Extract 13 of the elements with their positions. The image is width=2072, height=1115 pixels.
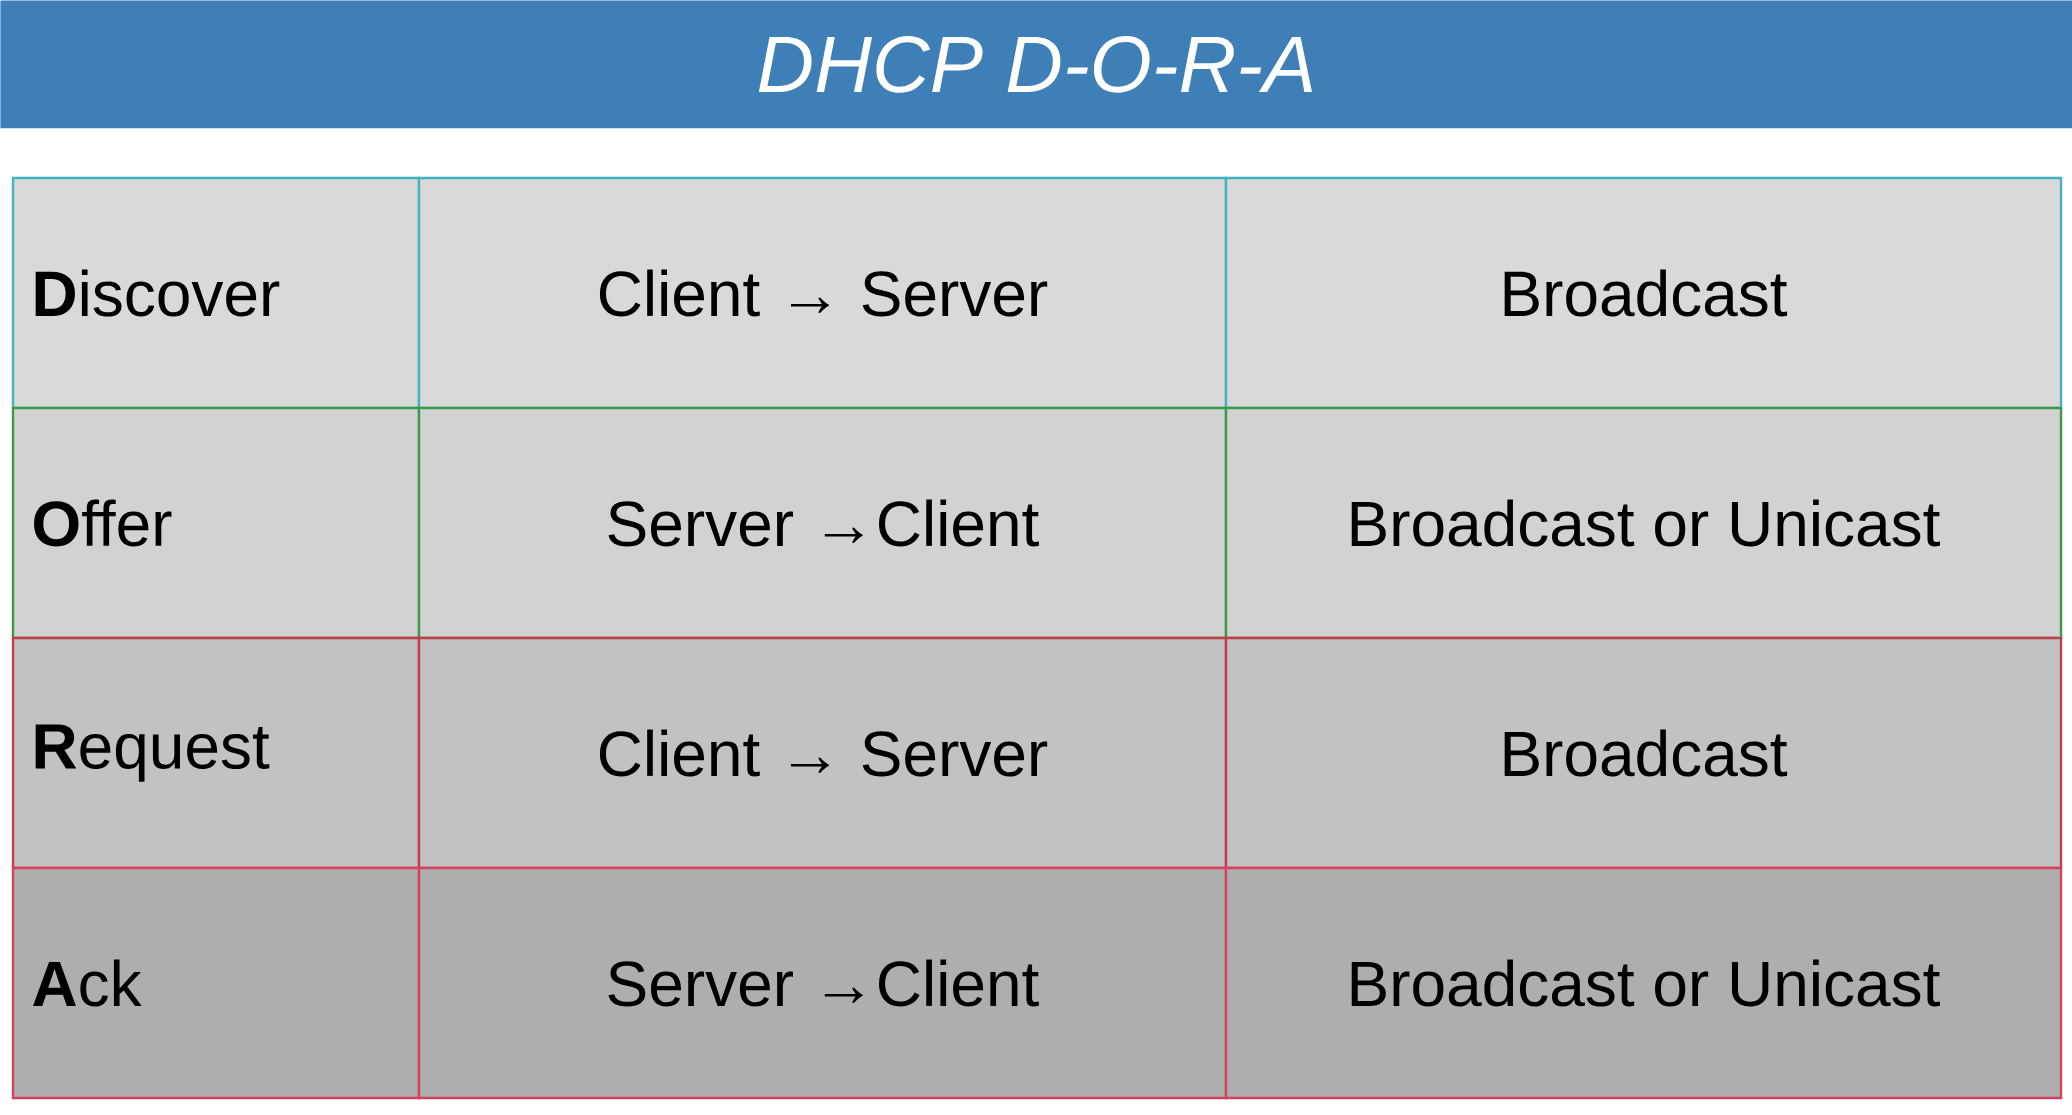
table-cell: Broadcast [1224,176,2063,410]
table-cell: Client → Server [417,176,1228,410]
table-cell: Discover [11,176,421,410]
table-cell: Server →Client [417,406,1228,640]
table-cell: Request [11,636,421,870]
table-cell: Broadcast or Unicast [1224,406,2063,640]
table-cell: Client → Server [417,636,1228,870]
table-cell: Server →Client [417,866,1228,1100]
table-cell: Broadcast [1224,636,2063,870]
table-cell: Offer [11,406,421,640]
table-cell: Ack [11,866,421,1100]
header-bar: DHCP D-O-R-A [0,0,2072,129]
table-cell: Broadcast or Unicast [1224,866,2063,1100]
